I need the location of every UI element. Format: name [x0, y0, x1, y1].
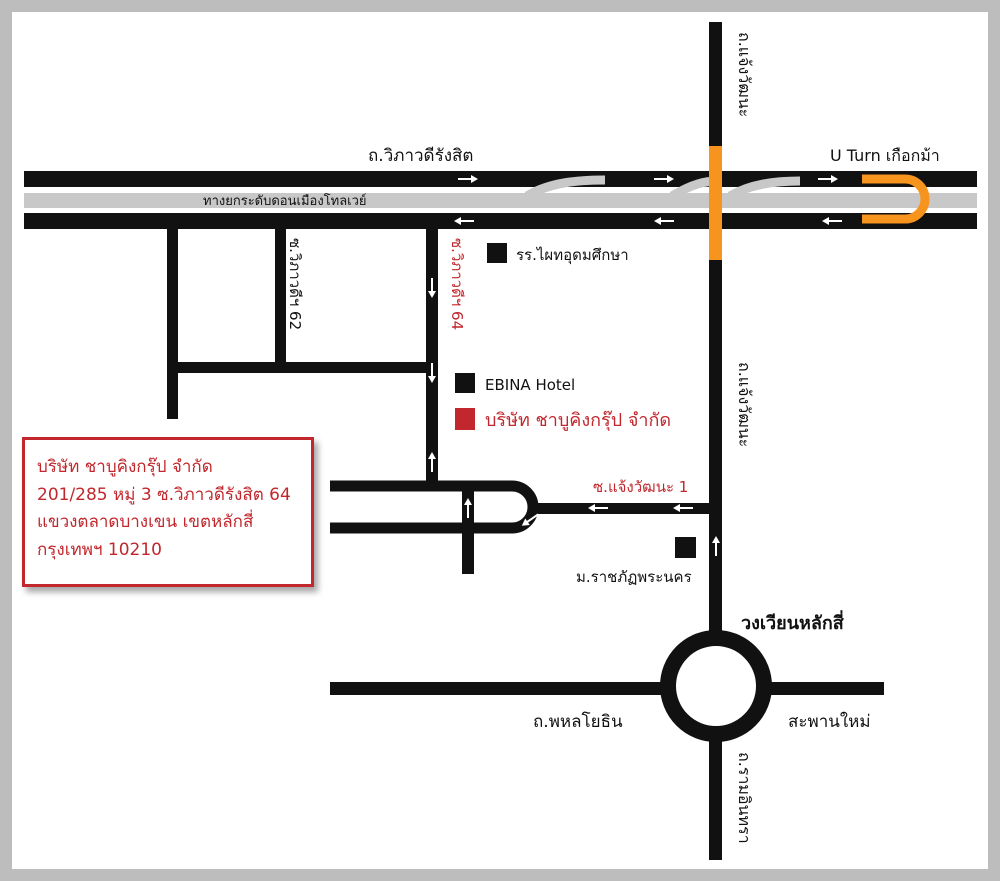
- ramp-curve-1: [524, 175, 606, 200]
- label-ngamwongwan-top: ถ.แจ้งวัฒนะ: [735, 32, 754, 117]
- label-hotel: EBINA Hotel: [485, 376, 575, 394]
- flyover-orange: [709, 146, 722, 260]
- vibhavadi-road-lower: [24, 213, 977, 229]
- soi-chaeng-1: [533, 503, 713, 514]
- ramp-curve-3: [727, 176, 801, 200]
- label-ram-intra: ถ.รามอินทรา: [735, 752, 754, 844]
- label-uturn: U Turn เกือกม้า: [830, 146, 940, 165]
- laksi-circle: [660, 630, 772, 742]
- address-line-4: กรุงเทพฯ 10210: [37, 539, 162, 560]
- soi-left: [167, 229, 178, 419]
- label-vibhavadi: ถ.วิภาวดีรังสิต: [368, 146, 473, 166]
- label-ngamwongwan-mid: ถ.แจ้งวัฒนะ: [735, 362, 754, 447]
- label-soi-64: ซ.วิภาวดีฯ 64: [448, 238, 466, 330]
- hotel-marker: [455, 373, 475, 393]
- label-school: รร.ไผทอุดมศึกษา: [516, 246, 629, 265]
- company-marker: [455, 408, 475, 430]
- soi-connector: [167, 362, 427, 373]
- address-line-3: แขวงตลาดบางเขน เขตหลักสี่: [37, 512, 254, 532]
- phahon-road: [330, 682, 884, 695]
- soi-loop: [330, 480, 539, 534]
- address-line-2: 201/285 หมู่ 3 ซ.วิภาวดีรังสิต 64: [37, 484, 291, 505]
- address-line-1: บริษัท ชาบูคิงกรุ๊ป จำกัด: [37, 457, 213, 477]
- soi-64: [426, 229, 438, 481]
- tollway-strip: [24, 193, 977, 208]
- school-marker: [487, 243, 507, 263]
- label-tollway: ทางยกระดับดอนเมืองโทลเวย์: [203, 193, 367, 209]
- university-marker: [675, 537, 696, 558]
- soi-loop-stem: [462, 486, 474, 574]
- label-circle: วงเวียนหลักสี่: [741, 610, 845, 634]
- label-soi-62: ซ.วิภาวดีฯ 62: [286, 238, 304, 330]
- label-soi-chaeng-1: ซ.แจ้งวัฒนะ 1: [593, 478, 688, 496]
- label-university: ม.ราชภัฏพระนคร: [576, 568, 692, 586]
- label-saphan-mai: สะพานใหม่: [788, 711, 871, 732]
- label-company: บริษัท ชาบูคิงกรุ๊ป จำกัด: [485, 410, 671, 431]
- soi-62: [275, 229, 286, 368]
- vibhavadi-road-upper: [24, 171, 977, 187]
- label-phahon: ถ.พหลโยธิน: [533, 711, 623, 732]
- address-box: บริษัท ชาบูคิงกรุ๊ป จำกัด 201/285 หมู่ 3…: [22, 437, 314, 587]
- uturn-horseshoe: [862, 174, 930, 224]
